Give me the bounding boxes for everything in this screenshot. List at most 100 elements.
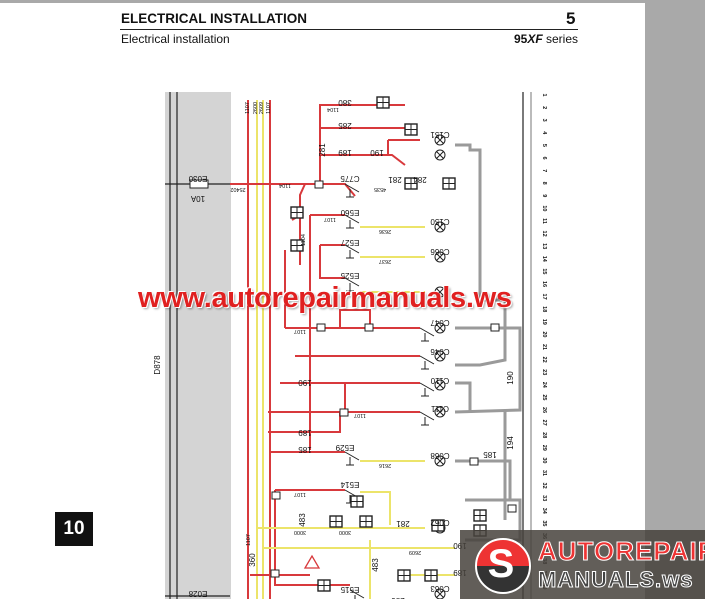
wire xyxy=(320,154,406,166)
component-label: C068 xyxy=(430,451,450,460)
connector-label: 190 xyxy=(506,371,515,385)
wire-label: 4535 xyxy=(374,186,386,192)
lamp-cross-icon xyxy=(436,324,444,332)
wire-label: 1104 xyxy=(327,106,339,112)
wire-label: 1107 xyxy=(294,328,306,334)
connector-label: 483 xyxy=(371,558,380,572)
component-label: C062 xyxy=(430,518,450,527)
component-label: C110 xyxy=(430,376,449,385)
scale-number: 33 xyxy=(541,495,547,501)
component-label: E560 xyxy=(340,208,359,217)
section-subtitle: Electrical installation xyxy=(121,32,230,46)
switch-icon xyxy=(419,411,435,426)
switch-icon xyxy=(419,382,435,397)
connector-label: 190 xyxy=(453,541,467,550)
scale-number: 9 xyxy=(541,194,547,197)
module-grid-icon xyxy=(351,496,363,507)
scale-number: 15 xyxy=(541,268,547,274)
connector-label: 286 xyxy=(391,596,405,599)
scale-number: 1 xyxy=(541,93,547,96)
chapter-number: 5 xyxy=(566,9,576,28)
wire xyxy=(274,490,350,586)
fuse-icon xyxy=(189,179,209,189)
connector-label: 189 xyxy=(338,148,352,157)
site-logo: S AUTOREPAIR MANUALS.ws xyxy=(460,530,705,599)
logo-emblem xyxy=(475,538,531,594)
connector-label: 281 xyxy=(396,519,410,528)
scale-number: 30 xyxy=(541,457,547,463)
wire-label: 1107 xyxy=(294,491,306,497)
module-grid-icon xyxy=(405,178,417,189)
scale-number: 12 xyxy=(541,231,547,237)
warning-triangle-icon xyxy=(303,554,321,569)
header-divider xyxy=(120,29,578,30)
scale-number: 6 xyxy=(541,156,547,159)
wire-label: 2600 xyxy=(253,102,259,114)
wire-label: 25402 xyxy=(230,186,245,192)
component-label: E515 xyxy=(340,585,359,594)
module-grid-icon xyxy=(318,580,330,591)
component-label: C046 xyxy=(430,347,450,356)
lamp-cross-icon xyxy=(436,136,444,144)
symbol-layer xyxy=(189,96,517,599)
scale-number: 28 xyxy=(541,432,547,438)
switch-icon xyxy=(419,327,435,342)
component-label: E030 xyxy=(188,174,207,183)
module-grid-icon xyxy=(474,510,486,521)
logo-line1: AUTOREPAIR xyxy=(538,536,705,567)
wire xyxy=(455,143,507,367)
connector-label: 281 xyxy=(388,175,402,184)
component-label: C111 xyxy=(430,404,448,413)
scale-number: 17 xyxy=(541,294,547,300)
component-label: C063 xyxy=(430,584,450,593)
scale-number: 20 xyxy=(541,331,547,337)
splice-icon xyxy=(339,408,349,417)
scale-number: 13 xyxy=(541,243,547,249)
lamp-cross-icon xyxy=(436,223,444,231)
watermark-text: www.autorepairmanuals.ws xyxy=(138,282,512,314)
connector-label: 285 xyxy=(338,121,352,130)
scale-number: 23 xyxy=(541,369,547,375)
connector-label: 185 xyxy=(298,445,312,454)
module-grid-icon xyxy=(330,516,342,527)
lamp-cross-icon xyxy=(436,457,444,465)
component-label: C150 xyxy=(430,217,450,226)
connector-label: 194 xyxy=(506,436,515,450)
wire-label: 1104 xyxy=(279,182,291,188)
grid-scale: 1234567891011121314151617181920212223242… xyxy=(541,93,547,589)
scale-number: 19 xyxy=(541,319,547,325)
wire xyxy=(299,183,306,265)
label-layer: E03010AE028D878C151C775E560C150E527C066E… xyxy=(153,98,515,599)
wire-label: 2637 xyxy=(379,258,391,264)
lamp-cross-icon xyxy=(436,253,444,261)
switch-icon xyxy=(419,355,435,370)
scale-number: 25 xyxy=(541,394,547,400)
scale-number: 3 xyxy=(541,119,547,122)
connector-label: 185 xyxy=(483,450,497,459)
scale-number: 27 xyxy=(541,420,547,426)
component-label: C066 xyxy=(430,247,450,256)
lamp-cross-icon xyxy=(436,381,444,389)
lamp-cross-icon xyxy=(436,352,444,360)
switch-icon xyxy=(344,183,360,198)
scale-number: 4 xyxy=(541,131,547,135)
scale-number: 7 xyxy=(541,169,547,172)
manual-page: ELECTRICAL INSTALLATION 5 Electrical ins… xyxy=(0,3,645,599)
wire-layer xyxy=(165,92,532,599)
splice-icon xyxy=(316,323,326,332)
splice-icon xyxy=(490,323,500,332)
wire-label: 3000 xyxy=(294,529,306,535)
component-label: D878 xyxy=(153,355,162,375)
switch-icon xyxy=(349,589,365,599)
scale-number: 10 xyxy=(541,205,547,211)
splice-icon xyxy=(271,491,281,500)
scale-number: 32 xyxy=(541,483,547,489)
section-title: ELECTRICAL INSTALLATION xyxy=(121,11,307,26)
connector-label: 190 xyxy=(370,148,384,157)
wire xyxy=(268,412,341,433)
module-grid-icon xyxy=(377,97,389,108)
wire xyxy=(339,309,371,328)
wire xyxy=(454,326,522,414)
scale-number: 34 xyxy=(541,508,547,515)
wire-label: 2636 xyxy=(379,228,391,234)
